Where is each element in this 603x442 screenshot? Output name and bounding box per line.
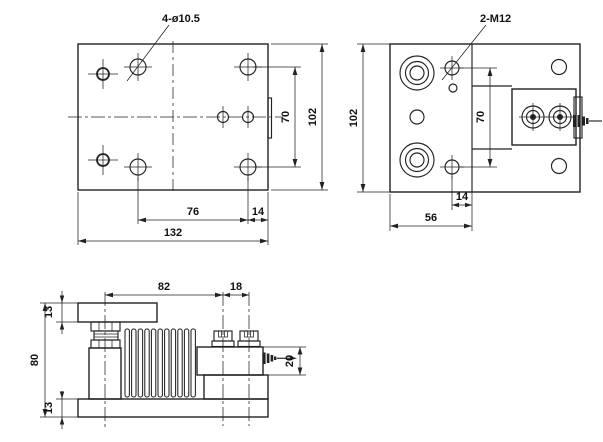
dimension-13-bottom: 13 [43, 391, 78, 429]
pin-hole [448, 83, 458, 93]
dim-base-plate: 13 [43, 402, 55, 414]
dim-span-b: 18 [230, 281, 242, 293]
clearance-hole [550, 157, 568, 175]
step-block [203, 374, 269, 400]
clearance-hole [550, 58, 568, 76]
dimension-102: 102 [348, 43, 390, 193]
dim-span-a: 82 [158, 281, 170, 293]
hex-nut [90, 321, 121, 332]
body-bolt [519, 103, 547, 131]
assembly-side-view: 82 18 13 80 13 [29, 281, 306, 429]
hex-nut [90, 339, 121, 349]
dim-width: 56 [425, 212, 437, 224]
thread-callout: 2-M12 [441, 13, 511, 81]
hole-callout: 4-ø10.5 [126, 13, 200, 82]
dim-edge-offset: 14 [252, 206, 265, 218]
dim-edge-offset: 14 [456, 191, 469, 203]
dimension-102: 102 [271, 43, 328, 191]
dimension-20: 20 [263, 346, 306, 376]
dimension-70: 70 [460, 67, 497, 168]
dowel-hole [88, 59, 118, 89]
body-bolt [546, 103, 574, 131]
mounting-hole [124, 53, 152, 81]
dimension-70: 70 [253, 66, 301, 168]
washer-stack [93, 330, 119, 341]
dim-body-height: 20 [284, 355, 296, 367]
dimension-13-top: 13 [40, 291, 78, 334]
base-plate-top-view: 4-ø10.5 76 14 132 [68, 13, 328, 245]
sensor-body [196, 346, 264, 376]
dim-height: 102 [348, 109, 360, 127]
assembly-top-view: 2-M12 102 70 14 [348, 13, 602, 231]
dim-height: 80 [29, 354, 41, 366]
dim-hole-span-v: 70 [280, 111, 292, 123]
base-plate [77, 398, 269, 418]
dowel-hole [88, 145, 118, 175]
cable-gland [573, 115, 602, 127]
dimension-80: 80 [29, 303, 78, 418]
dim-height: 102 [307, 108, 319, 126]
dim-hole-span-v: 70 [475, 111, 487, 123]
dimension-76-14: 76 14 [77, 177, 269, 245]
dimension-56: 56 [389, 194, 472, 231]
mounting-hole [124, 153, 152, 181]
thread-hole [216, 106, 230, 128]
bellows [124, 328, 196, 398]
dimension-14: 14 [451, 176, 473, 231]
dim-width: 132 [164, 227, 182, 239]
top-plate [77, 302, 158, 323]
dimension-82-18: 82 18 [105, 281, 249, 298]
side-tab [267, 97, 273, 139]
hole-callout-label: 4-ø10.5 [162, 13, 200, 25]
dimension-132: 132 [78, 227, 268, 244]
thread-callout-label: 2-M12 [480, 13, 511, 25]
washer-bolt [399, 142, 435, 178]
thread-hole [241, 106, 255, 128]
cable-gland [263, 352, 297, 364]
washer-bolt [399, 55, 435, 91]
center-hole [409, 109, 425, 125]
dim-hole-span: 76 [187, 206, 199, 218]
